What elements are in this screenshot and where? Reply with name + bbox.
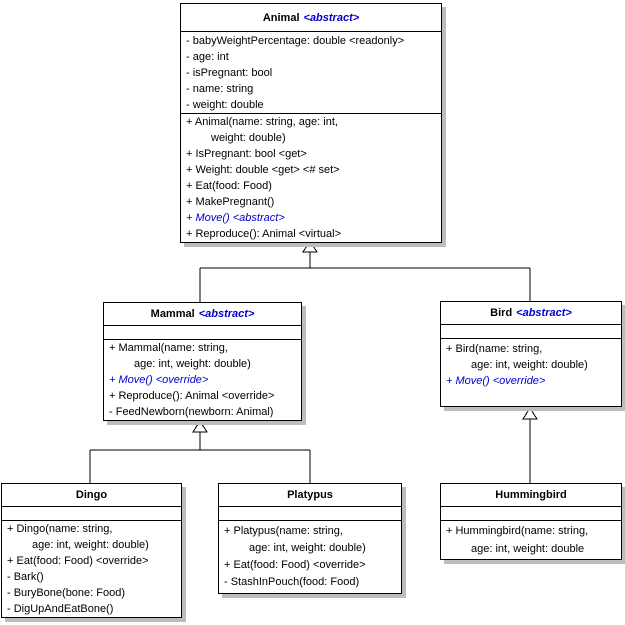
class-name: Mammal bbox=[150, 308, 195, 320]
method-row: + Reproduce(): Animal <override> bbox=[109, 390, 275, 402]
class-title-mammal: Mammal <abstract> bbox=[104, 303, 301, 325]
class-box-hummingbird: Hummingbird + Hummingbird(name: string, … bbox=[440, 483, 622, 560]
class-title-platypus: Platypus bbox=[219, 484, 401, 506]
attributes-section-mammal bbox=[104, 325, 301, 339]
methods-section-hummingbird: + Hummingbird(name: string, age: int, we… bbox=[441, 520, 621, 559]
method-row: - BuryBone(bone: Food) bbox=[7, 587, 126, 599]
method-row: + Animal(name: string, age: int, bbox=[186, 116, 338, 128]
class-name: Bird bbox=[490, 307, 513, 319]
methods-section-animal: + Animal(name: string, age: int, weight:… bbox=[181, 113, 441, 242]
methods-section-mammal: + Mammal(name: string, age: int, weight:… bbox=[104, 339, 301, 420]
method-row: + IsPregnant: bool <get> bbox=[186, 148, 307, 160]
class-box-animal: Animal <abstract> - babyWeightPercentage… bbox=[180, 3, 442, 243]
method-row: + Reproduce(): Animal <virtual> bbox=[186, 228, 341, 240]
method-row-continuation: age: int, weight: double) bbox=[471, 359, 588, 371]
method-row: + Bird(name: string, bbox=[446, 343, 543, 355]
method-row-continuation: age: int, weight: double bbox=[471, 543, 585, 555]
methods-section-platypus: + Platypus(name: string, age: int, weigh… bbox=[219, 520, 401, 593]
inheritance-triangle-mammal bbox=[192, 420, 208, 433]
class-stereotype: <abstract> bbox=[303, 11, 360, 24]
method-row-override-move: + Move() <override> bbox=[109, 374, 209, 386]
class-stereotype: <abstract> bbox=[516, 307, 572, 319]
attribute-row: - weight: double bbox=[186, 99, 264, 111]
method-row: + Hummingbird(name: string, bbox=[446, 525, 589, 537]
class-name: Dingo bbox=[75, 489, 108, 501]
method-row: + Platypus(name: string, bbox=[224, 525, 343, 537]
method-row-abstract-move: + Move() <abstract> bbox=[186, 212, 285, 224]
method-row: - StashInPouch(food: Food) bbox=[224, 576, 360, 588]
method-row: + Mammal(name: string, bbox=[109, 342, 228, 354]
class-name: Platypus bbox=[287, 489, 333, 501]
method-row-override-move: + Move() <override> bbox=[446, 375, 546, 387]
class-title-dingo: Dingo bbox=[2, 484, 181, 506]
class-box-bird: Bird <abstract> + Bird(name: string, age… bbox=[440, 301, 622, 407]
attribute-row: - name: string bbox=[186, 83, 254, 95]
class-title-bird: Bird <abstract> bbox=[441, 302, 621, 324]
method-row: + Dingo(name: string, bbox=[7, 523, 113, 535]
method-row: - DigUpAndEatBone() bbox=[7, 603, 114, 615]
class-box-platypus: Platypus + Platypus(name: string, age: i… bbox=[218, 483, 402, 594]
method-row: + Weight: double <get> <# set> bbox=[186, 164, 340, 176]
method-row: + Eat(food: Food) <override> bbox=[7, 555, 149, 567]
attributes-section-bird bbox=[441, 324, 621, 338]
attributes-section-hummingbird bbox=[441, 506, 621, 520]
methods-section-dingo: + Dingo(name: string, age: int, weight: … bbox=[2, 520, 181, 617]
method-row-continuation: weight: double) bbox=[211, 132, 286, 144]
class-name: Animal bbox=[262, 11, 300, 24]
method-row: + Eat(food: Food) <override> bbox=[224, 559, 366, 571]
method-row-continuation: age: int, weight: double) bbox=[32, 539, 149, 551]
attribute-row: - isPregnant: bool bbox=[186, 67, 273, 79]
method-row: + Eat(food: Food) bbox=[186, 180, 272, 192]
attributes-section-dingo bbox=[2, 506, 181, 520]
class-name: Hummingbird bbox=[495, 489, 567, 501]
class-box-dingo: Dingo + Dingo(name: string, age: int, we… bbox=[1, 483, 182, 618]
attributes-section-animal: - babyWeightPercentage: double <readonly… bbox=[181, 31, 441, 113]
attribute-row: - babyWeightPercentage: double <readonly… bbox=[186, 35, 405, 47]
attributes-section-platypus bbox=[219, 506, 401, 520]
method-row-continuation: age: int, weight: double) bbox=[134, 358, 251, 370]
method-row: + MakePregnant() bbox=[186, 196, 275, 208]
class-title-animal: Animal <abstract> bbox=[181, 4, 441, 31]
method-row: - Bark() bbox=[7, 571, 44, 583]
attribute-row: - age: int bbox=[186, 51, 229, 63]
inheritance-triangle-bird bbox=[522, 407, 538, 420]
methods-section-bird: + Bird(name: string, age: int, weight: d… bbox=[441, 338, 621, 406]
class-title-hummingbird: Hummingbird bbox=[441, 484, 621, 506]
method-row-continuation: age: int, weight: double) bbox=[249, 542, 366, 554]
class-stereotype: <abstract> bbox=[198, 308, 255, 320]
method-row: - FeedNewborn(newborn: Animal) bbox=[109, 406, 274, 418]
class-box-mammal: Mammal <abstract> + Mammal(name: string,… bbox=[103, 302, 302, 421]
